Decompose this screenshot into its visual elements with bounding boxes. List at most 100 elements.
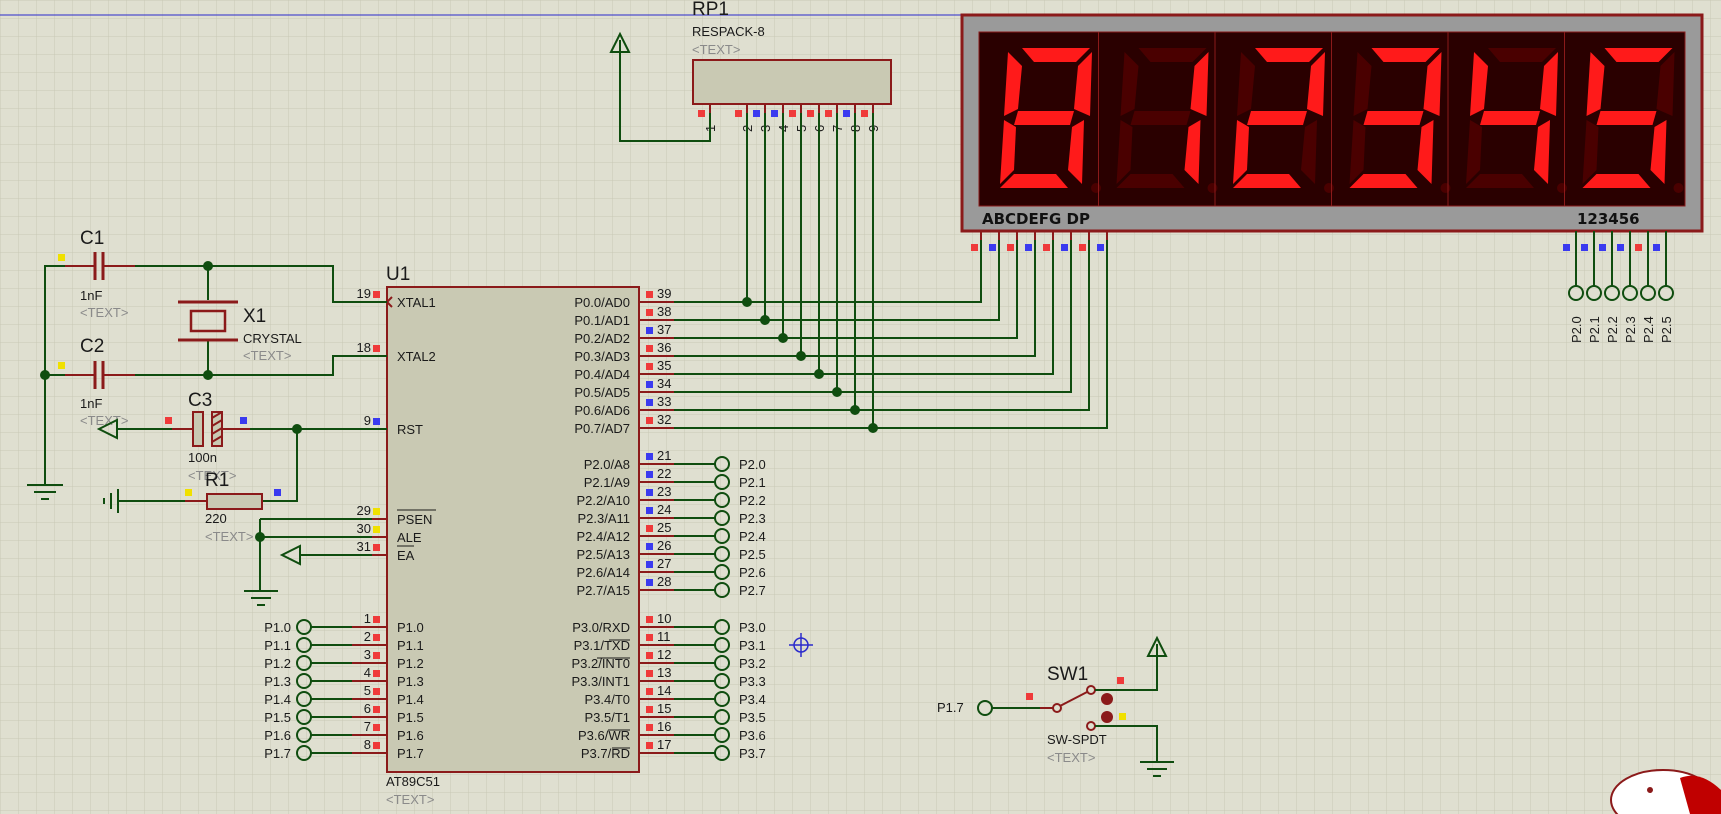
sw1-placeholder: <TEXT> bbox=[1047, 750, 1095, 765]
terminal-p3-4[interactable] bbox=[714, 691, 730, 707]
r1-value: 220 bbox=[205, 511, 227, 526]
u1-pin-number: 35 bbox=[657, 358, 671, 373]
u1-pin-name: P3.1/TXD bbox=[574, 638, 630, 653]
digit-terminal[interactable] bbox=[1586, 285, 1602, 301]
terminal-p2-5[interactable] bbox=[714, 546, 730, 562]
terminal-label: P3.1 bbox=[739, 638, 766, 653]
u1-pin-name: P2.2/A10 bbox=[577, 493, 631, 508]
terminal-p3-2[interactable] bbox=[714, 655, 730, 671]
segment-b bbox=[1423, 52, 1442, 116]
u1-pin-number: 26 bbox=[657, 538, 671, 553]
rp1-value: RESPACK-8 bbox=[692, 24, 765, 39]
u1-pin-marker bbox=[646, 652, 653, 659]
u1-pin-number: 1 bbox=[364, 611, 371, 626]
terminal-p3-7[interactable] bbox=[714, 745, 730, 761]
c3-hatch bbox=[211, 411, 223, 443]
digit-terminal[interactable] bbox=[1622, 285, 1638, 301]
segment-g bbox=[1596, 111, 1657, 125]
u1-pin-number: 22 bbox=[657, 466, 671, 481]
segment-f bbox=[1120, 52, 1139, 116]
segment-b bbox=[1190, 52, 1209, 116]
terminal-p2-6[interactable] bbox=[714, 564, 730, 580]
terminal-p1-7[interactable] bbox=[296, 745, 312, 761]
u1-pin-marker bbox=[373, 742, 380, 749]
u1-pin-name: P3.7/RD bbox=[581, 746, 630, 761]
rp1-pin-marker bbox=[807, 110, 814, 117]
chip-u1[interactable]: U1 AT89C51 <TEXT> 19XTAL118XTAL29RST29PS… bbox=[352, 264, 674, 807]
u1-pin-marker bbox=[646, 471, 653, 478]
p1-terminals: P1.0P1.1P1.2P1.3P1.4P1.5P1.6P1.7 bbox=[264, 619, 352, 761]
digit-terminal[interactable] bbox=[1640, 285, 1656, 301]
segment-e bbox=[1349, 120, 1366, 184]
c2-value: 1nF bbox=[80, 396, 102, 411]
terminal-p3-6[interactable] bbox=[714, 727, 730, 743]
segment-c bbox=[1650, 120, 1667, 184]
terminal-p3-0[interactable] bbox=[714, 619, 730, 635]
terminal-p2-0[interactable] bbox=[714, 456, 730, 472]
p0-wire bbox=[674, 240, 1090, 411]
terminal-p3-1[interactable] bbox=[714, 637, 730, 653]
u1-pin-name: P0.4/AD4 bbox=[574, 367, 630, 382]
u1-pin-name: P0.0/AD0 bbox=[574, 295, 630, 310]
u1-pin-marker bbox=[373, 418, 380, 425]
reset-circuit[interactable]: C3 100n <TEXT> R1 220 <TEXT> bbox=[96, 390, 387, 606]
terminal-p1-5[interactable] bbox=[296, 709, 312, 725]
terminal-p2-3[interactable] bbox=[714, 510, 730, 526]
u1-pin-marker bbox=[646, 561, 653, 568]
r1-pin-marker bbox=[185, 489, 192, 496]
terminal-p1-2[interactable] bbox=[296, 655, 312, 671]
terminal-p2-2[interactable] bbox=[714, 492, 730, 508]
terminal-p1-4[interactable] bbox=[296, 691, 312, 707]
u1-pin-name: P1.3 bbox=[397, 674, 424, 689]
terminal-p1-1[interactable] bbox=[296, 637, 312, 653]
p0-wire bbox=[674, 240, 1018, 339]
u1-pin-number: 15 bbox=[657, 701, 671, 716]
u1-pin-name: P0.2/AD2 bbox=[574, 331, 630, 346]
segment-d bbox=[1000, 174, 1068, 188]
u1-pin-number: 7 bbox=[364, 719, 371, 734]
terminal-p1-6[interactable] bbox=[296, 727, 312, 743]
rp1-pin-marker bbox=[825, 110, 832, 117]
terminal-label: P2.4 bbox=[739, 529, 766, 544]
display-pin-marker bbox=[971, 244, 978, 251]
sw1-lever bbox=[1059, 690, 1090, 707]
x1-value: CRYSTAL bbox=[243, 331, 302, 346]
terminal-label: P1.5 bbox=[264, 710, 291, 725]
u1-pin-number: 18 bbox=[357, 340, 371, 355]
u1-pin-name: P0.1/AD1 bbox=[574, 313, 630, 328]
oscillator-circuit[interactable]: C1 1nF <TEXT> C2 1nF <TEXT> X1 CRYSTAL <… bbox=[27, 228, 387, 500]
u1-pin-number: 27 bbox=[657, 556, 671, 571]
terminal-p2-1[interactable] bbox=[714, 474, 730, 490]
u1-pin-number: 37 bbox=[657, 322, 671, 337]
digit-terminal[interactable] bbox=[1658, 285, 1674, 301]
segment-b bbox=[1074, 52, 1092, 116]
terminal-p1-0[interactable] bbox=[296, 619, 312, 635]
c3-value: 100n bbox=[188, 450, 217, 465]
terminal-p3-3[interactable] bbox=[714, 673, 730, 689]
r1-pin-marker-blue bbox=[274, 489, 281, 496]
terminal-p2-7[interactable] bbox=[714, 582, 730, 598]
terminal-p1-3[interactable] bbox=[296, 673, 312, 689]
display-pin-marker bbox=[1617, 244, 1624, 251]
switch-sw1[interactable]: SW1 SW-SPDT <TEXT> P1.7 bbox=[937, 635, 1174, 777]
terminal-label: P1.0 bbox=[264, 620, 291, 635]
rp1-pin-marker bbox=[843, 110, 850, 117]
terminal-p2-4[interactable] bbox=[714, 528, 730, 544]
segment-c bbox=[1534, 120, 1550, 184]
c3-pin-marker-blue bbox=[240, 417, 247, 424]
segment-dp bbox=[1207, 183, 1218, 193]
digit-terminal[interactable] bbox=[1568, 285, 1584, 301]
u1-pin-number: 32 bbox=[657, 412, 671, 427]
terminal-p3-5[interactable] bbox=[714, 709, 730, 725]
digit-terminal[interactable] bbox=[1604, 285, 1620, 301]
c3-ref: C3 bbox=[188, 390, 212, 411]
u1-pin-name: P2.4/A12 bbox=[577, 529, 631, 544]
u1-pin-marker bbox=[646, 670, 653, 677]
display-pin-marker bbox=[1061, 244, 1068, 251]
segment-a bbox=[1022, 48, 1090, 62]
u1-part: AT89C51 bbox=[386, 774, 440, 789]
